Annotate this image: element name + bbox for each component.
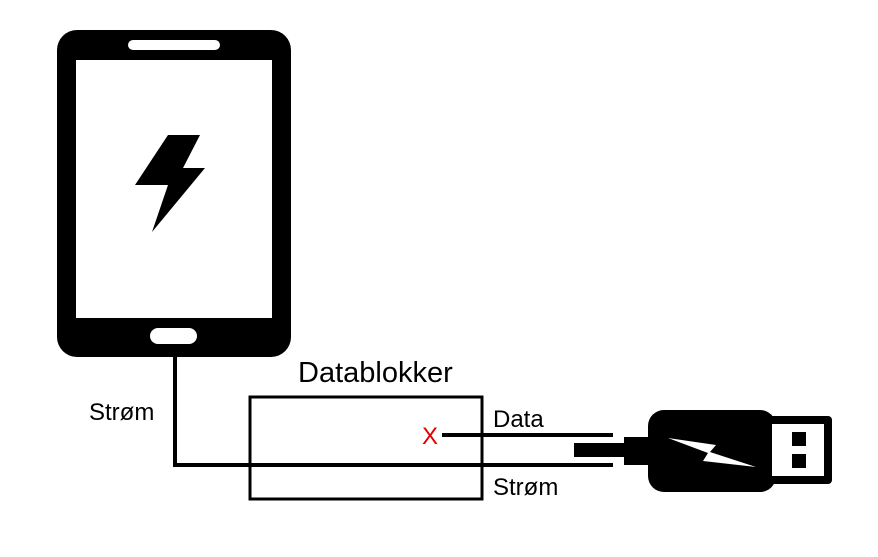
power-line-label: Strøm (493, 474, 558, 501)
blocked-mark: X (422, 423, 438, 450)
phone-speaker (128, 40, 220, 50)
power-wire (173, 356, 613, 467)
phone-side-power-label: Strøm (89, 399, 154, 426)
smartphone-icon (57, 30, 291, 357)
data-blocker-box (248, 395, 484, 501)
usb-connector-pin-top (792, 432, 806, 446)
usb-connector-inner (772, 424, 824, 476)
usb-plug-body (648, 410, 776, 492)
phone-home-button (150, 328, 197, 344)
usb-plug-icon (574, 410, 832, 492)
block-title: Datablokker (298, 357, 453, 389)
lightning-bolt-icon (668, 438, 756, 467)
usb-cable-stub (574, 443, 628, 457)
usb-connector-pin-bottom (792, 454, 806, 468)
lightning-bolt-icon (135, 135, 205, 232)
usb-cable-strain-relief (624, 437, 652, 465)
data-line-label: Data (493, 406, 544, 433)
